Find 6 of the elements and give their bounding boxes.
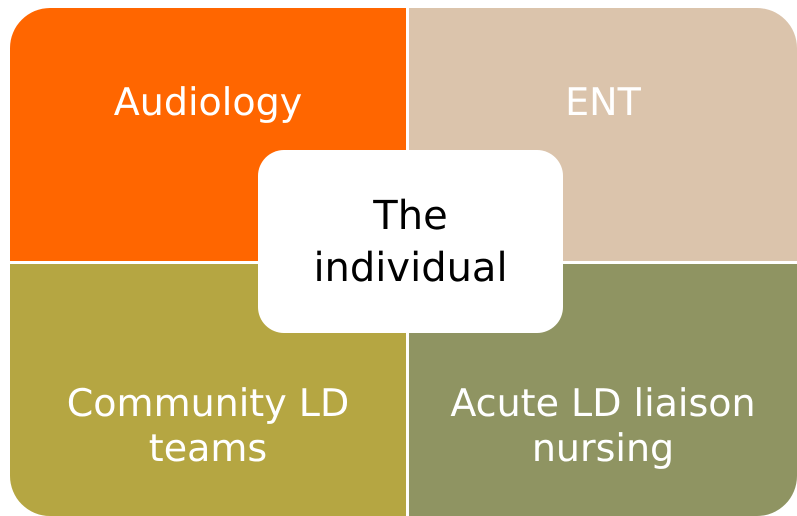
quadrant-label: ENT xyxy=(565,80,641,126)
quadrant-label: Audiology xyxy=(114,80,302,126)
center-box xyxy=(258,150,563,333)
quadrant-label: Acute LD liaison nursing xyxy=(449,380,757,472)
quadrant-label: Community LD teams xyxy=(66,380,350,472)
center-label: The individual xyxy=(312,192,509,292)
